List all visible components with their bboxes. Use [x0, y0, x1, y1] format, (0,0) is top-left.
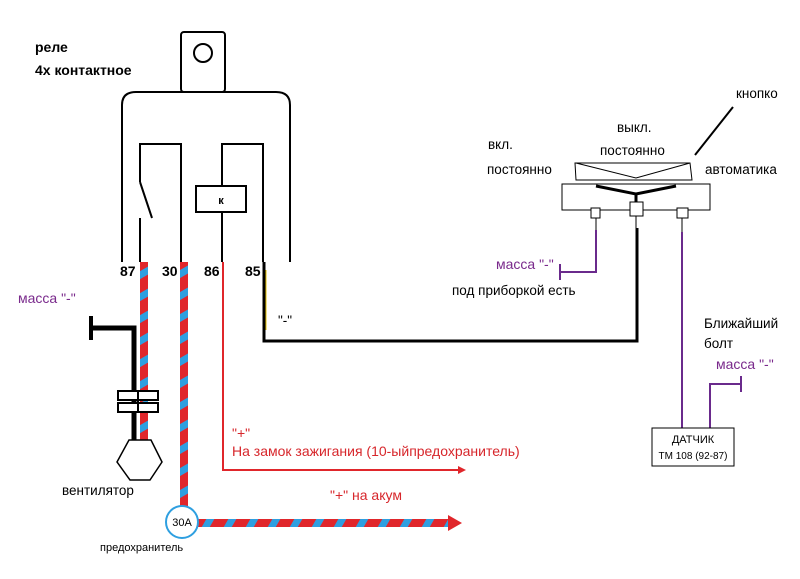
relay-subtitle: 4х контактное: [35, 62, 132, 78]
pin-87-label: 87: [120, 263, 136, 279]
switch-off-const-label: постоянно: [600, 143, 665, 158]
fan-ground-label: масса "-": [18, 290, 76, 306]
button-label: кнопко: [736, 86, 778, 101]
wire-85-to-switch: [262, 228, 639, 343]
ignition-label: На замок зажигания (10-ыйпредохранитель): [232, 443, 520, 459]
relay-coil-label: к: [218, 195, 224, 207]
wire-sensor-to-ground: [709, 383, 741, 428]
minus-wire-label: "-": [278, 313, 292, 328]
ignition-arrow: [458, 466, 466, 474]
nearest-bolt-label-2: болт: [704, 336, 733, 351]
fan-ground: [89, 316, 137, 440]
wire-fuse-to-battery: [198, 519, 450, 527]
sensor-box: [651, 427, 735, 467]
pin-85-label: 85: [245, 263, 261, 279]
auto-label: автоматика: [705, 162, 777, 177]
wire-30-to-fuse: [180, 262, 188, 512]
battery-arrow: [448, 515, 462, 531]
fan-label: вентилятор: [62, 483, 134, 498]
relay-housing: [121, 91, 291, 262]
sensor-ground-label: масса "-": [716, 356, 774, 372]
switch-on-label: вкл.: [488, 137, 513, 152]
relay-mount-hole: [193, 43, 213, 63]
nearest-bolt-label-1: Ближайший: [704, 316, 778, 331]
relay-title: реле: [35, 39, 68, 55]
pin-30-label: 30: [162, 263, 178, 279]
wire-87-to-fan: [140, 262, 148, 446]
under-dash-label: под приборкой есть: [452, 283, 576, 298]
plus-label-ignition: "+": [232, 425, 250, 441]
button-pointer: [694, 106, 734, 156]
sensor-name: ДАТЧИК: [672, 434, 715, 446]
sensor-model: ТМ 108 (92-87): [659, 451, 728, 462]
relay-coil: [195, 185, 247, 213]
plus-label-battery: "+" на акум: [330, 487, 402, 503]
pin-86-label: 86: [204, 263, 220, 279]
wire-86-to-ignition: [222, 262, 460, 471]
switch-off-label: выкл.: [617, 120, 652, 135]
fuse: [165, 505, 199, 539]
fuse-label: предохранитель: [100, 542, 183, 554]
wire-switch-to-ground: [560, 230, 597, 273]
relay: к 87 30 86 85: [120, 31, 291, 279]
switch: [561, 162, 711, 232]
fan-connector: [117, 390, 159, 413]
relay-contact-frame: [139, 143, 182, 262]
switch-on-const-label: постоянно: [487, 162, 552, 177]
relay-switch-blade: [139, 181, 153, 219]
fuse-value: 30А: [172, 517, 192, 529]
switch-rocker: [574, 162, 693, 181]
fan-icon: [116, 439, 163, 481]
dash-ground-label: масса "-": [496, 256, 554, 272]
